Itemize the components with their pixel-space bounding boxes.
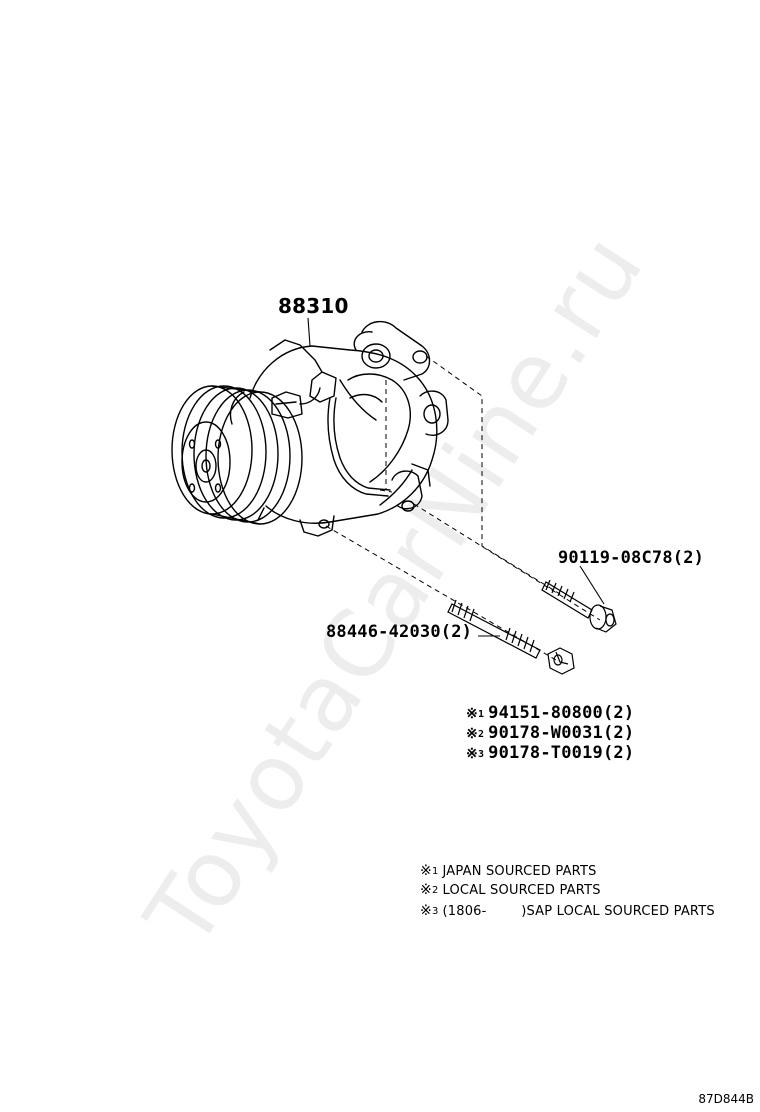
mount-ear-top xyxy=(353,321,431,381)
label-88310: 88310 xyxy=(278,294,349,318)
bolt xyxy=(541,579,617,633)
leader-lines xyxy=(307,317,605,637)
diagram-code: 87D844B xyxy=(698,1092,754,1106)
nut xyxy=(547,647,575,675)
port-fitting xyxy=(419,390,449,436)
label-stud: 88446-42030(2) xyxy=(326,622,473,642)
compressor-body xyxy=(229,339,438,537)
pulley xyxy=(171,385,303,525)
stud xyxy=(447,599,541,659)
mount-ear-bottom xyxy=(391,463,431,512)
note-3: ※3(1806- )SAP LOCAL SOURCED PARTS xyxy=(420,903,715,919)
reference-mark: ※ xyxy=(466,726,478,742)
label-bolt: 90119-08C78(2) xyxy=(558,548,705,568)
wire-harness xyxy=(271,371,391,497)
reference-mark: ※ xyxy=(466,706,478,722)
reference-mark: ※ xyxy=(466,746,478,762)
assembly-lines xyxy=(325,355,601,661)
